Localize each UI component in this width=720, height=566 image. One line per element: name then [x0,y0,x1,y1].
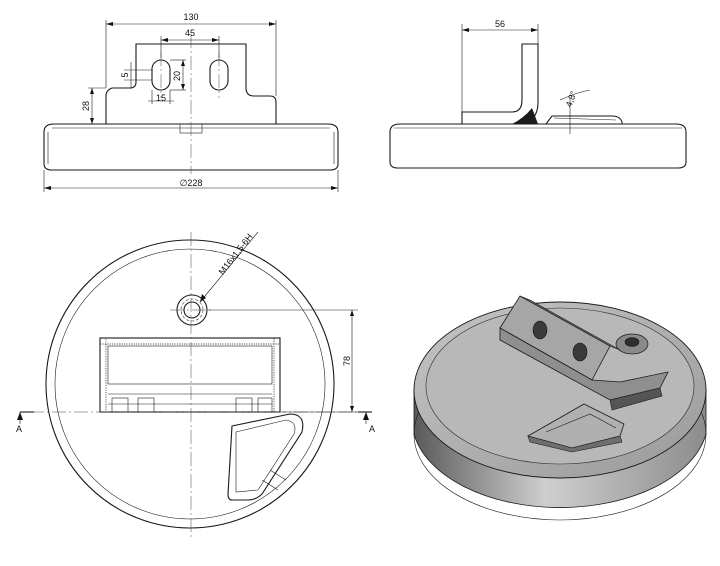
dim-diameter-228: ∅228 [180,178,203,188]
side-ramp-slope [553,117,617,121]
side-weld [512,108,538,124]
dim-130: 130 [183,12,198,22]
side-view: 56 4,8° [389,19,687,169]
iso-bracket-face [519,295,621,351]
top-ramp-facet [261,469,287,491]
top-bracket-outer [99,337,281,413]
top-inner-circle [54,248,326,520]
dim-45: 45 [185,28,195,38]
side-ramp [545,115,623,125]
section-mark-right: A [369,424,375,434]
dim-5: 5 [120,72,130,77]
iso-bracket-base-face [609,387,663,411]
top-bracket-inner [107,345,273,385]
top-ramp [227,413,304,501]
angle-arc [559,89,591,101]
front-base-outline [43,123,339,171]
top-view: A A 78 M16x1,5-6H [16,232,375,540]
weld-right [273,337,281,413]
front-view: 130 45 5 20 15 28 [43,12,339,192]
side-base-outline [389,123,687,169]
top-ramp-inner [235,419,296,493]
isometric-view [413,295,707,521]
iso-boss-hole [624,337,640,347]
dim-angle: 4,8° [564,89,579,108]
iso-slot-1 [532,320,548,340]
bracket-tab-2 [137,397,155,413]
dim-56: 56 [495,19,505,29]
top-outer-circle [45,239,335,529]
bracket-tab-1 [111,397,129,413]
dim-28: 28 [81,101,91,111]
dim-78: 78 [342,356,352,366]
thread-callout: M16x1,5-6H [217,232,255,277]
bracket-tab-3 [235,397,253,413]
side-bracket [461,43,539,125]
dim-20: 20 [172,71,182,81]
section-arrow-right [363,412,369,420]
iso-bracket-base [499,327,669,401]
section-mark-left: A [16,424,22,434]
iso-ramp-edge [545,413,617,433]
thread-leader [199,231,259,303]
weld-left [99,337,107,413]
iso-slot-2 [572,342,588,362]
bracket-tab-4 [257,397,273,413]
dim-15: 15 [156,93,166,103]
weld-top [99,337,281,345]
iso-ramp-front [527,435,623,453]
